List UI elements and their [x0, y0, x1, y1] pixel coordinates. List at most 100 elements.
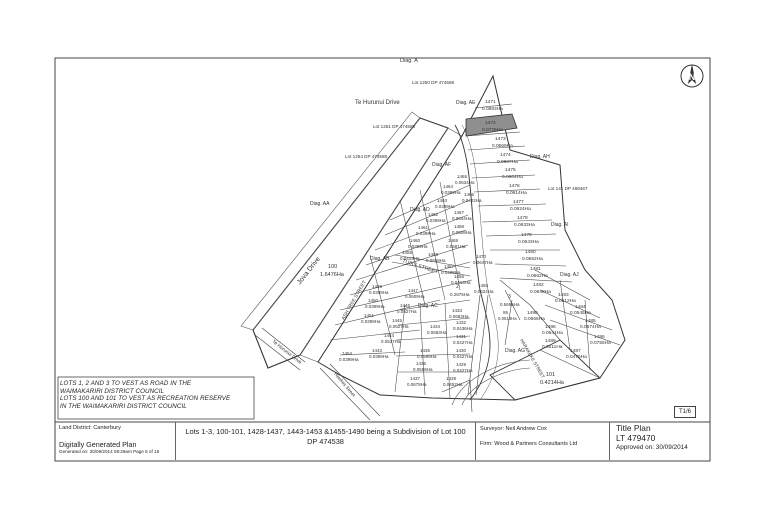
lot-area: 0.0518Ha	[498, 316, 517, 321]
lot-number: 1473	[495, 136, 506, 142]
lot-number: 1464	[443, 184, 454, 189]
lot-number: 1433	[452, 308, 463, 313]
diag-label: Diag. AJ	[560, 272, 579, 278]
lot-number: 1469	[448, 238, 459, 243]
lot-number: 1447	[408, 288, 419, 293]
lot-number: 1444	[384, 333, 395, 338]
notes-box	[57, 376, 255, 420]
subdivision-cluster-outline	[317, 74, 626, 401]
ref-lot-label: Lot 1254 DP 474588	[345, 154, 388, 159]
lot-area: 0.4214Ha	[540, 380, 565, 386]
lot-area: 0.0755Ha	[590, 340, 611, 346]
lot-number: 2	[456, 284, 459, 290]
lot-number: 1488	[545, 324, 556, 330]
lot-number: 1462	[428, 212, 439, 217]
diag-label: Diag. AF	[432, 162, 451, 168]
lot-area: 0.0683Ha	[449, 314, 469, 319]
lot-1472-shaded	[465, 113, 518, 137]
lot-area: 0.0776Ha	[482, 127, 503, 133]
lot-number: 1468	[454, 224, 465, 229]
lot-area: 0.0399Ha	[369, 290, 389, 295]
tuiks-street-road	[391, 254, 471, 277]
lot-number: 100	[328, 264, 337, 270]
plan-description: Lots 1-3, 100-101, 1428-1437, 1443-1453 …	[185, 427, 466, 446]
lot-number: 1431	[456, 334, 467, 339]
lot-area: 0.0512Ha	[555, 298, 576, 304]
lot-area: 0.0604Ha	[502, 174, 523, 180]
western-lot-grid	[329, 181, 473, 356]
lot-number: 1467	[454, 210, 465, 215]
diag-label: Diag. AH	[530, 154, 550, 160]
lot-1428-area	[441, 379, 473, 413]
title-block-right: Title Plan LT 479470 Approved on: 30/09/…	[610, 422, 710, 460]
diag-label: Diag. AG	[505, 348, 525, 354]
note-line: Lots 1, 2 and 3 to vest as road in the	[60, 380, 192, 387]
sheet-tag: T1/6	[674, 406, 696, 418]
approved-on: Approved on: 30/09/2014	[616, 444, 688, 451]
lot-area: 0.0624Ha	[474, 289, 494, 294]
lot-number: 1480	[525, 249, 536, 255]
lot-number: 1476	[509, 183, 520, 189]
harakeke-street-road	[467, 294, 489, 396]
lot-number: 1481	[530, 266, 541, 272]
lot-area: 0.0427Ha	[453, 368, 473, 373]
lot-101-parcel	[489, 339, 601, 401]
land-district: Land District: Canterbury	[59, 425, 121, 431]
road-label-te-hurunui: Te Hurunui Drive	[355, 100, 400, 106]
te-hurunui-inner-curve	[461, 124, 499, 401]
surveyor: Surveyor: Neil Andrew Cox	[480, 426, 547, 432]
plan-frame	[54, 57, 711, 462]
note-line: in the Waimakariri District Council	[60, 402, 187, 410]
lot-number: 1429	[456, 362, 467, 367]
lower-arcs	[451, 359, 531, 406]
lot-number: 1459	[402, 250, 413, 255]
lot-area: 0.0624Ha	[510, 206, 531, 212]
diag-label: Diag. AB	[370, 256, 390, 262]
title-block-surveyor: Surveyor: Neil Andrew Cox Firm: Wood & P…	[476, 422, 610, 460]
lot-number: 1474	[500, 152, 511, 158]
lot-area: 0.5695Ha	[500, 302, 520, 307]
lot-number: 1428	[446, 376, 457, 381]
lot-area: 0.0647Ha	[473, 260, 493, 265]
lot-area: 0.0669Ha	[492, 143, 513, 149]
eastern-lots-strip	[465, 103, 573, 283]
lot-number: 95	[503, 310, 509, 315]
lot-number: 1470	[476, 254, 487, 259]
lot-number: 1490	[527, 310, 538, 316]
lot-area: 0.0436Ha	[453, 326, 473, 331]
lot-number: 1472	[485, 120, 496, 126]
plan-number: LT 479470	[616, 432, 656, 443]
lot-number: 1437	[410, 376, 421, 381]
lot-number: 1446	[400, 303, 411, 308]
lot-area: 0.0476Ha	[566, 354, 587, 360]
lot-area: 0.0399Ha	[408, 244, 428, 249]
lot-number: 1487	[570, 348, 581, 354]
lot-number: 1460	[410, 238, 421, 243]
lot-area: 1.6476Ha	[320, 272, 345, 278]
lot-area: 0.0541Ha	[542, 330, 563, 336]
lot-number: 1445	[392, 318, 403, 323]
generated-title: Digitally Generated Plan	[59, 440, 137, 449]
lot-area: 0.0399Ha	[369, 354, 389, 359]
lot-area: 0.0599Ha	[417, 354, 437, 359]
lot-number: 1484	[575, 304, 586, 310]
lot-area: 0.0402Ha	[462, 198, 482, 203]
diag-label: Diag. AI	[551, 222, 569, 228]
southeast-lot-grid	[534, 269, 621, 379]
diag-label: Diag. AA	[310, 201, 330, 207]
lot-area: 0.0399Ha	[361, 319, 381, 324]
lot-number: 1443	[372, 348, 383, 353]
lot-number: 1430	[456, 348, 467, 353]
lot-area: 0.0883Ha	[482, 106, 503, 112]
lot-number: 1458	[428, 252, 439, 257]
lot-area: 0.0609Ha	[405, 294, 425, 299]
lot-number: 1471	[485, 99, 496, 105]
generated-on: Generated on: 30/09/2014 08:29am Page 5 …	[59, 449, 160, 454]
lot-area: 0.0545Ha	[570, 310, 591, 316]
lot-area: 0.2875Ha	[450, 292, 470, 297]
lot-area: 0.0598Ha	[413, 367, 433, 372]
lot-area: 0.0574Ha	[580, 324, 601, 330]
lot-number: 1483	[558, 292, 569, 298]
lot-area: 0.0399Ha	[365, 304, 385, 309]
